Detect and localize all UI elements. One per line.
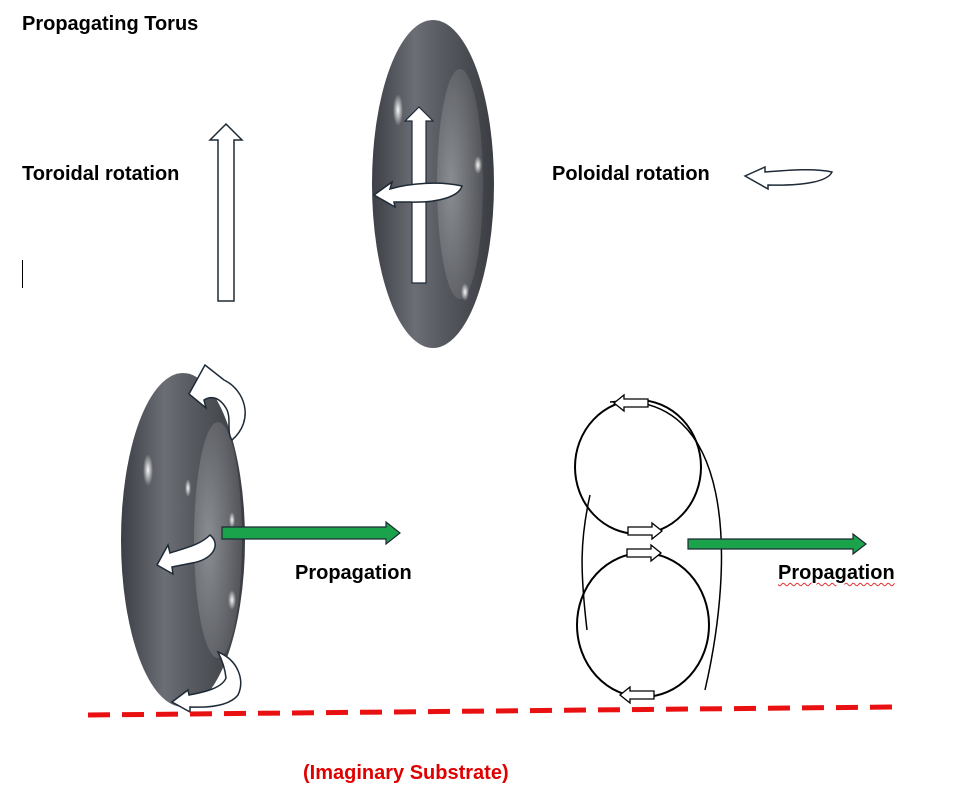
propagation-arrow-right-icon <box>687 532 867 556</box>
section-arrow-middle-right-2-icon <box>626 543 663 563</box>
rotation-arrow-top-icon <box>188 363 246 442</box>
rotation-arrow-bottom-icon <box>170 650 242 714</box>
poloidal-rotation-label: Poloidal rotation <box>552 163 710 185</box>
substrate-label: (Imaginary Substrate) <box>303 762 509 784</box>
text-cursor <box>22 260 23 288</box>
toroidal-rotation-label: Toroidal rotation <box>22 163 180 185</box>
section-arrow-middle-right-1-icon <box>627 521 664 541</box>
propagation-label-right: Propagation <box>778 562 895 584</box>
rotation-arrow-middle-icon <box>155 533 216 576</box>
section-arrow-bottom-icon <box>618 685 655 705</box>
toroidal-arrow-icon <box>208 122 244 302</box>
poloidal-curved-arrow-icon <box>372 180 463 209</box>
section-arrow-top-icon <box>612 393 649 413</box>
propagation-arrow-left-icon <box>221 520 401 546</box>
torus-bottom-left <box>121 373 245 707</box>
diagram-title: Propagating Torus <box>22 13 199 35</box>
poloidal-legend-arrow-icon <box>743 165 834 191</box>
propagation-label-left: Propagation <box>295 562 412 584</box>
substrate-line <box>87 704 894 718</box>
